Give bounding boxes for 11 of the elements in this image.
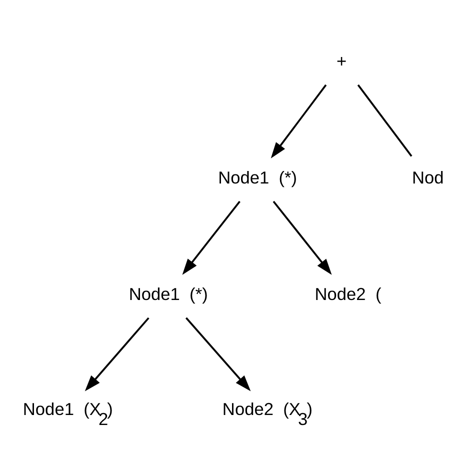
- arrow: [185, 317, 251, 392]
- arrow: [272, 200, 332, 275]
- connector: [357, 84, 412, 157]
- node-text: Node2 (: [314, 284, 382, 304]
- node-text: +: [336, 50, 347, 71]
- arrow: [182, 200, 240, 275]
- node-text: Nod: [412, 167, 444, 188]
- node-text: Node1 (*): [218, 167, 298, 188]
- node-text: Node1 (*): [128, 284, 208, 304]
- arrow: [270, 84, 327, 158]
- arrow: [84, 317, 150, 392]
